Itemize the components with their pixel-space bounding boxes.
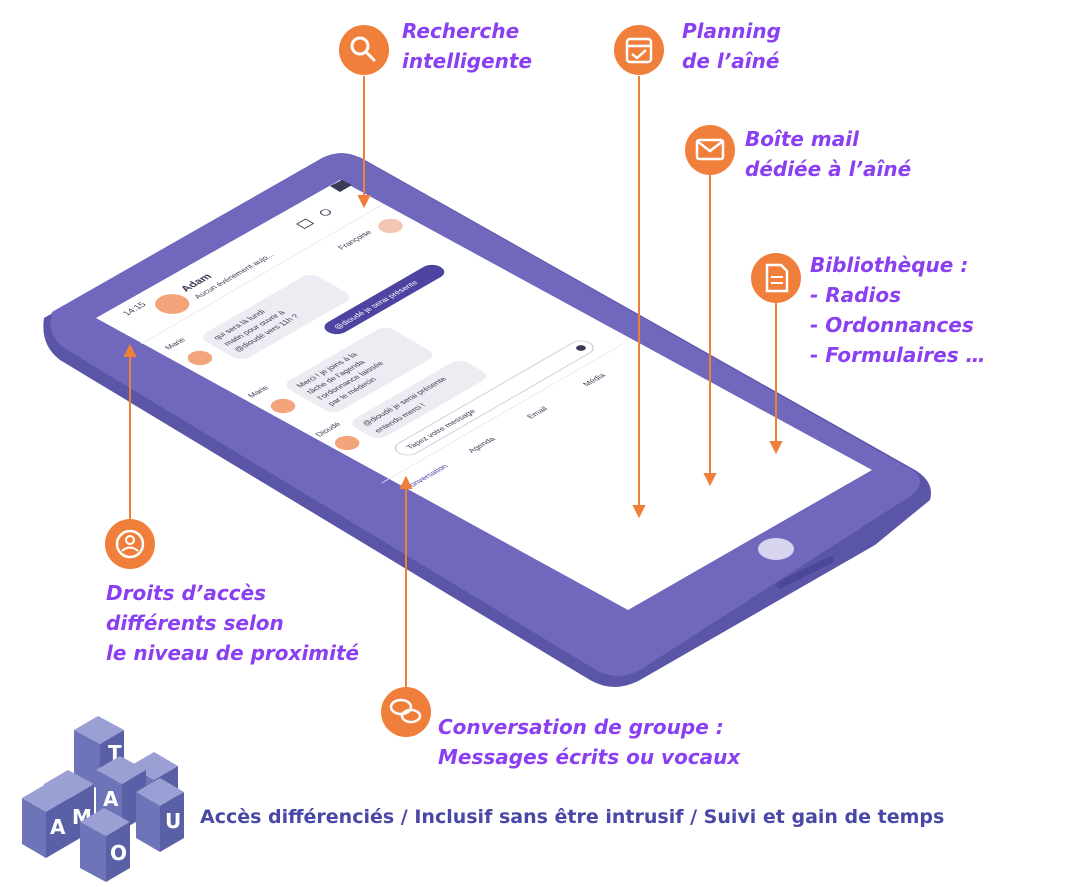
callout-line: - Formulaires … (810, 343, 986, 367)
callout-icons (105, 25, 801, 737)
callout-line: - Radios (810, 283, 901, 307)
logo-letter: U (165, 809, 181, 833)
callout-line: Bibliothèque : (810, 253, 969, 277)
tamalou-logo: T L A M A U (22, 716, 184, 882)
callout-planning: Planning de l’aîné (682, 16, 781, 76)
calendar-icon (614, 25, 664, 75)
marie-avatar (187, 350, 213, 366)
callout-line: intelligente (402, 49, 533, 73)
callout-line: Conversation de groupe : (438, 715, 724, 739)
chat-icon (381, 687, 431, 737)
logo-letter: O (110, 841, 127, 865)
callout-mail: Boîte mail dédiée à l’aîné (745, 124, 911, 184)
callout-line: dédiée à l’aîné (745, 157, 912, 181)
callout-library: Bibliothèque : - Radios - Ordonnances - … (810, 250, 986, 370)
callout-search: Recherche intelligente (402, 16, 532, 76)
home-button[interactable] (758, 538, 794, 560)
marie-avatar (270, 398, 296, 414)
callout-line: Messages écrits ou vocaux (438, 745, 741, 769)
logo-cube-o: O (80, 808, 130, 882)
adam-avatar (155, 294, 190, 314)
callout-line: Recherche (402, 19, 520, 43)
callout-line: différents selon (106, 611, 284, 635)
agenda-header-icon[interactable] (296, 218, 315, 229)
document-icon (751, 253, 801, 303)
callout-access: Droits d’accès différents selon le nivea… (106, 578, 359, 668)
message-bubble-own (324, 264, 445, 335)
message-input[interactable] (390, 338, 598, 458)
callout-conversation: Conversation de groupe : Messages écrits… (438, 712, 740, 772)
callout-line: Droits d’accès (106, 581, 267, 605)
search-header-icon[interactable] (319, 209, 333, 217)
dioude-avatar (334, 435, 360, 451)
callout-line: de l’aîné (682, 49, 780, 73)
logo-letter: A (50, 815, 66, 839)
callout-line: Boîte mail (745, 127, 859, 151)
user-icon (105, 519, 155, 569)
logo-cube-u: U (136, 778, 184, 852)
callout-lines (123, 76, 783, 690)
microphone-icon[interactable] (574, 344, 588, 352)
message-bubble (203, 274, 349, 360)
message-bubble (286, 327, 433, 413)
callout-line: le niveau de proximité (106, 641, 360, 665)
tagline: Accès différenciés / Inclusif sans être … (200, 806, 945, 828)
search-icon (339, 25, 389, 75)
logo-letter: A (103, 787, 119, 811)
callout-line: Planning (682, 19, 781, 43)
francoise-avatar (378, 218, 403, 234)
callout-line: - Ordonnances (810, 313, 974, 337)
logo-cube-a2: A (22, 784, 70, 858)
mail-icon (685, 125, 735, 175)
message-bubble (352, 360, 486, 439)
